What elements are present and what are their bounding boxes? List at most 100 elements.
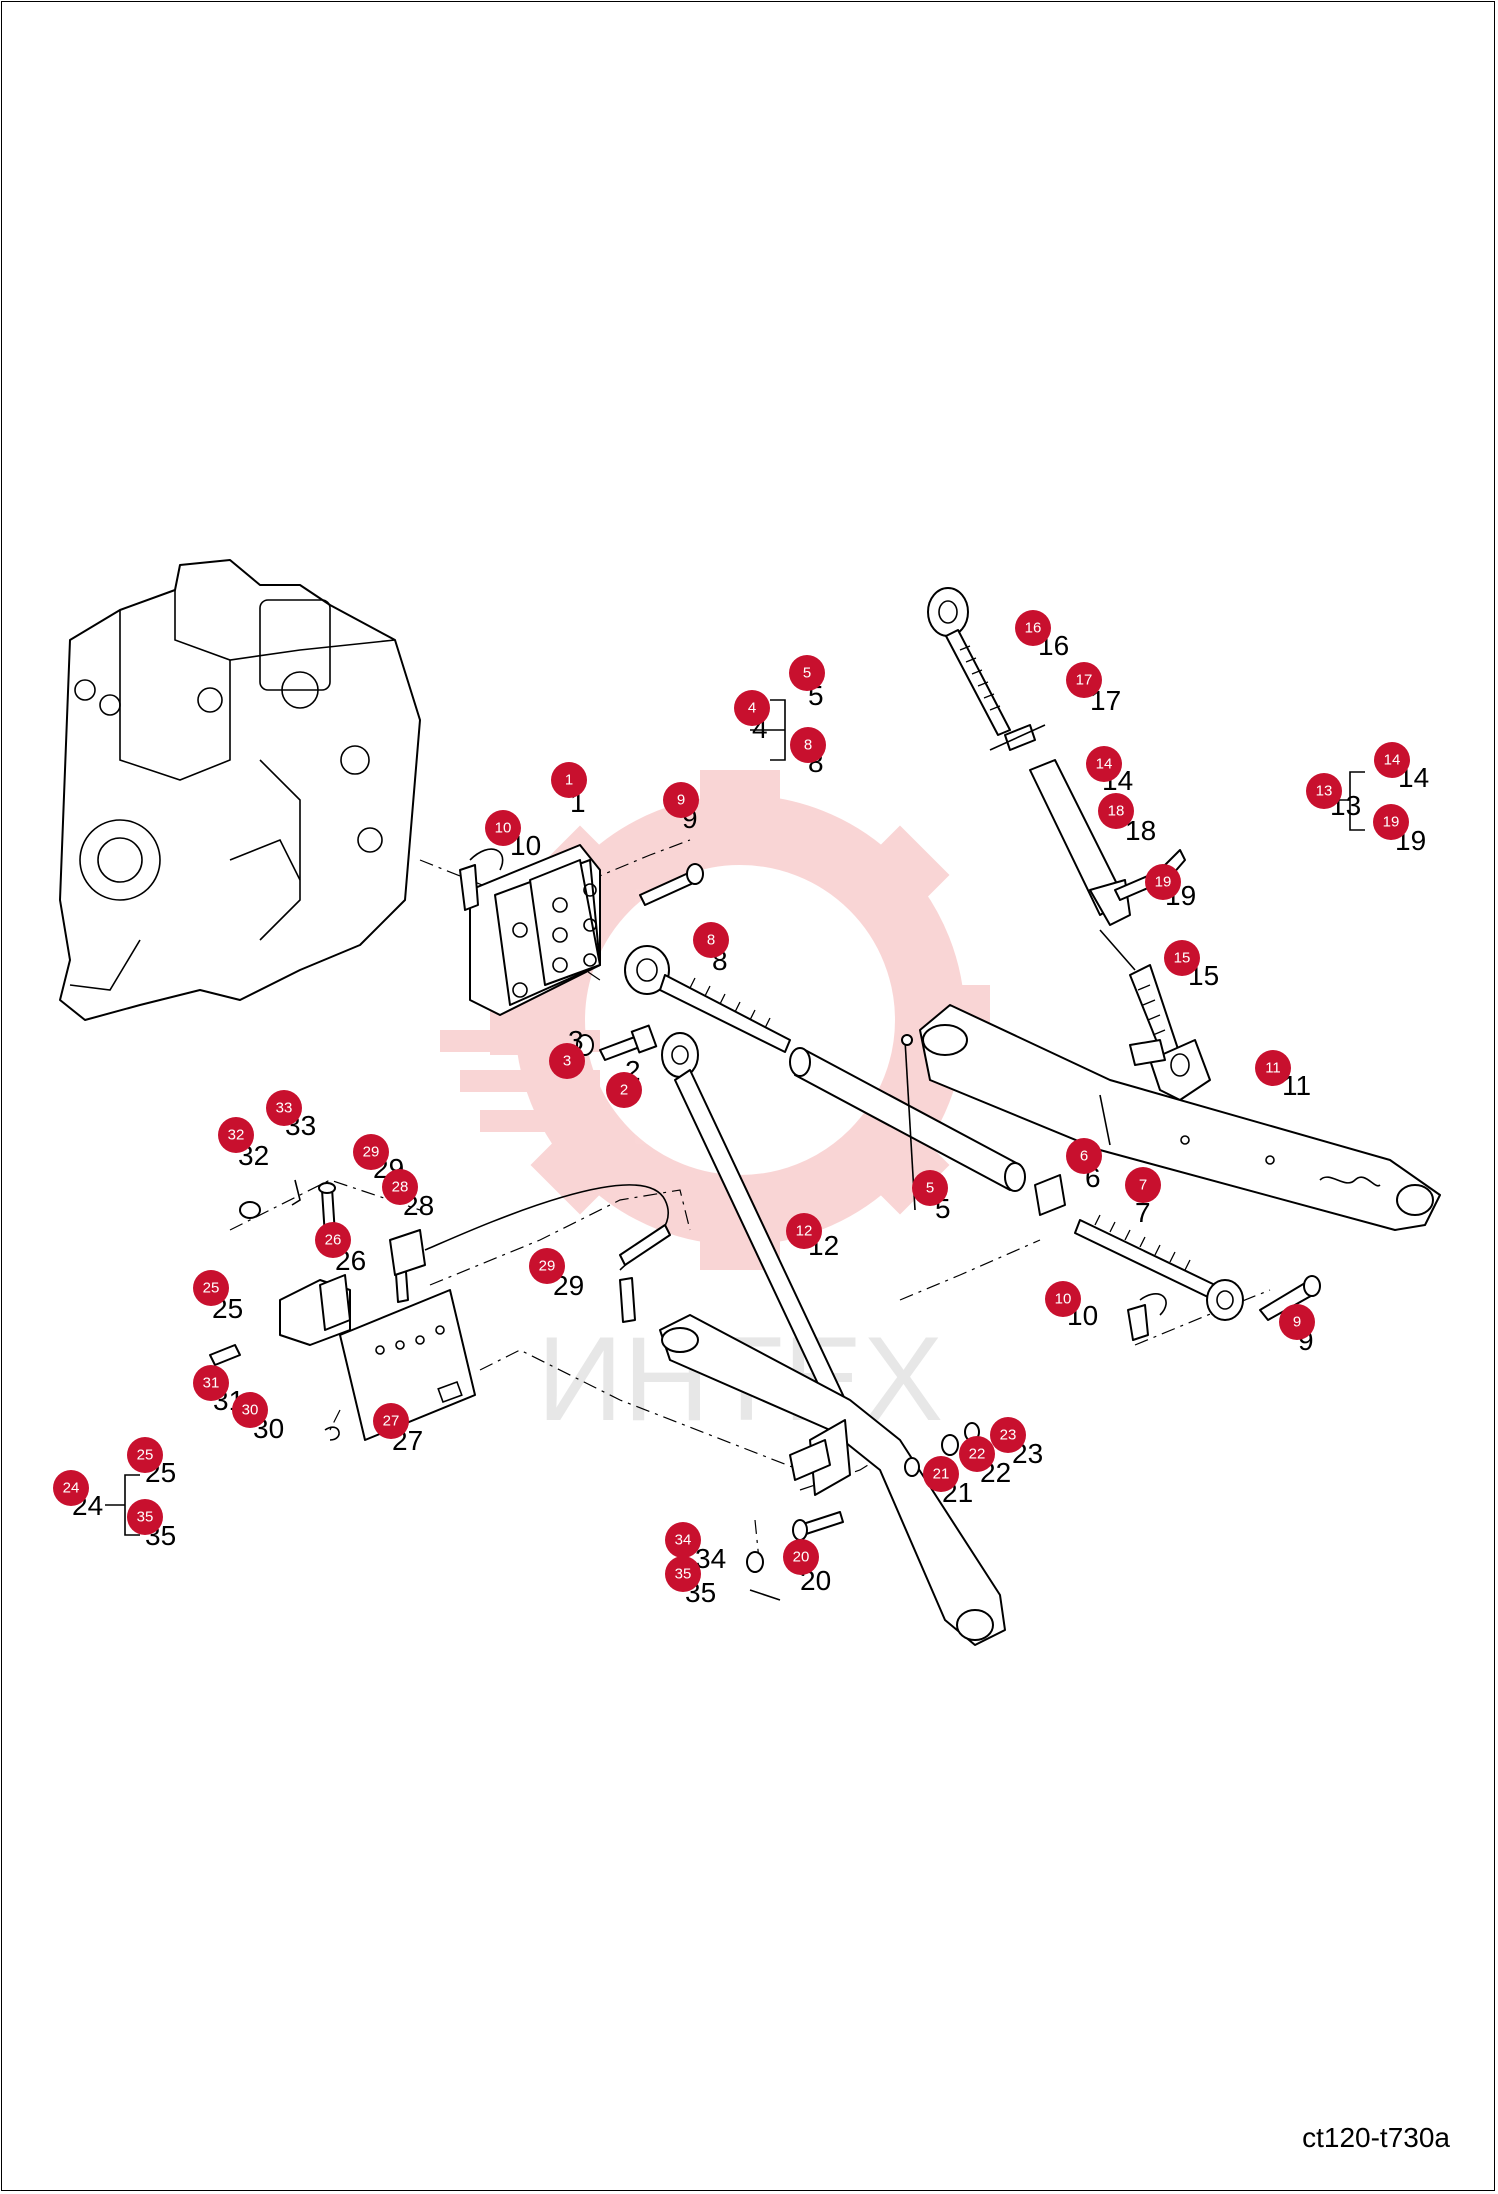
callout-14b[interactable]: 14 [1374,742,1410,778]
svg-text:17: 17 [1076,672,1093,689]
svg-text:7: 7 [1139,1177,1147,1194]
svg-text:10: 10 [1055,1291,1072,1308]
svg-text:16: 16 [1025,620,1042,637]
callout-9a[interactable]: 9 [663,782,699,818]
callout-33[interactable]: 33 [266,1090,302,1126]
callout-31[interactable]: 31 [193,1365,229,1401]
svg-text:31: 31 [203,1375,220,1392]
drawbar-assembly [209,1179,671,1441]
lower-link-left [659,1032,1006,1646]
callout-29a[interactable]: 29 [353,1134,389,1170]
bolt-20 [792,1511,844,1541]
svg-text:25: 25 [203,1280,220,1297]
svg-text:29: 29 [363,1144,380,1161]
pin-10-right [1127,1293,1167,1341]
callout-23[interactable]: 23 [990,1417,1026,1453]
callout-26[interactable]: 26 [315,1222,351,1258]
svg-text:25: 25 [137,1447,154,1464]
assembly-lines [229,839,1271,1571]
callout-14a[interactable]: 14 [1086,746,1122,782]
callout-34[interactable]: 34 [665,1522,701,1558]
callout-25a[interactable]: 25 [127,1437,163,1473]
svg-text:19: 19 [1155,874,1172,891]
callouts: 1 2 3 4 5 5 6 7 8 8 9 9 10 10 11 12 13 1… [53,610,1410,1592]
transmission-housing [59,559,421,1021]
svg-text:33: 33 [276,1100,293,1117]
label-7: 7 [1135,1197,1151,1228]
callout-21[interactable]: 21 [923,1456,959,1492]
svg-text:20: 20 [793,1549,810,1566]
callout-35a[interactable]: 35 [127,1499,163,1535]
callout-15[interactable]: 15 [1164,940,1200,976]
washer-21 [904,1457,920,1477]
svg-text:14: 14 [1384,752,1401,769]
svg-text:12: 12 [796,1223,813,1240]
svg-text:15: 15 [1174,950,1191,967]
pin-35 [749,1589,781,1601]
svg-text:6: 6 [1080,1148,1088,1165]
callout-4[interactable]: 4 [734,690,770,726]
callout-3[interactable]: 3 [549,1043,585,1079]
svg-text:18: 18 [1108,803,1125,820]
washer-34 [746,1551,764,1573]
callout-7[interactable]: 7 [1125,1167,1161,1203]
svg-text:9: 9 [1293,1314,1301,1331]
svg-text:14: 14 [1096,756,1113,773]
callout-28[interactable]: 28 [382,1169,418,1205]
callout-10a[interactable]: 10 [485,810,521,846]
callout-12[interactable]: 12 [786,1213,822,1249]
pin-10-left [459,848,504,911]
callout-2[interactable]: 2 [606,1072,642,1108]
callout-16[interactable]: 16 [1015,610,1051,646]
callout-8b[interactable]: 8 [693,922,729,958]
callout-20[interactable]: 20 [783,1539,819,1575]
svg-text:5: 5 [926,1180,934,1197]
callout-8a[interactable]: 8 [790,727,826,763]
callout-24[interactable]: 24 [53,1470,89,1506]
callout-25b[interactable]: 25 [193,1270,229,1306]
svg-text:35: 35 [137,1509,154,1526]
callout-13[interactable]: 13 [1306,773,1342,809]
svg-text:2: 2 [620,1082,628,1099]
callout-30[interactable]: 30 [232,1392,268,1428]
callout-6[interactable]: 6 [1066,1138,1102,1174]
svg-text:34: 34 [675,1532,692,1549]
svg-text:8: 8 [804,737,812,754]
bracket-plate [469,844,601,1016]
callout-5a[interactable]: 5 [789,655,825,691]
svg-text:19: 19 [1383,814,1400,831]
callout-27[interactable]: 27 [373,1403,409,1439]
svg-text:5: 5 [803,665,811,682]
svg-text:24: 24 [63,1480,80,1497]
svg-text:21: 21 [933,1466,950,1483]
diagram-code: ct120-t730a [1302,2122,1450,2153]
callout-9b[interactable]: 9 [1279,1304,1315,1340]
callout-29b[interactable]: 29 [529,1248,565,1284]
svg-text:8: 8 [707,932,715,949]
svg-text:28: 28 [392,1179,409,1196]
callout-5b[interactable]: 5 [912,1170,948,1206]
svg-text:4: 4 [748,700,756,717]
callout-32[interactable]: 32 [218,1117,254,1153]
svg-text:30: 30 [242,1402,259,1419]
kit-brackets [105,699,1365,1536]
callout-19a[interactable]: 19 [1145,864,1181,900]
lower-link-right [919,1004,1441,1231]
callout-1[interactable]: 1 [551,762,587,798]
svg-text:3: 3 [563,1053,571,1070]
callout-10b[interactable]: 10 [1045,1281,1081,1317]
callout-17[interactable]: 17 [1066,662,1102,698]
svg-text:9: 9 [677,792,685,809]
plain-labels: 1 2 3 4 5 5 6 7 8 8 9 9 10 10 11 12 13 1… [72,630,1429,1608]
svg-text:22: 22 [969,1446,986,1463]
lift-rod [927,587,1211,1101]
svg-text:29: 29 [539,1258,556,1275]
callout-22[interactable]: 22 [959,1436,995,1472]
callout-35b[interactable]: 35 [665,1556,701,1592]
callout-19b[interactable]: 19 [1373,804,1409,840]
svg-text:13: 13 [1316,783,1333,800]
callout-18[interactable]: 18 [1098,793,1134,829]
callout-11[interactable]: 11 [1255,1050,1291,1086]
